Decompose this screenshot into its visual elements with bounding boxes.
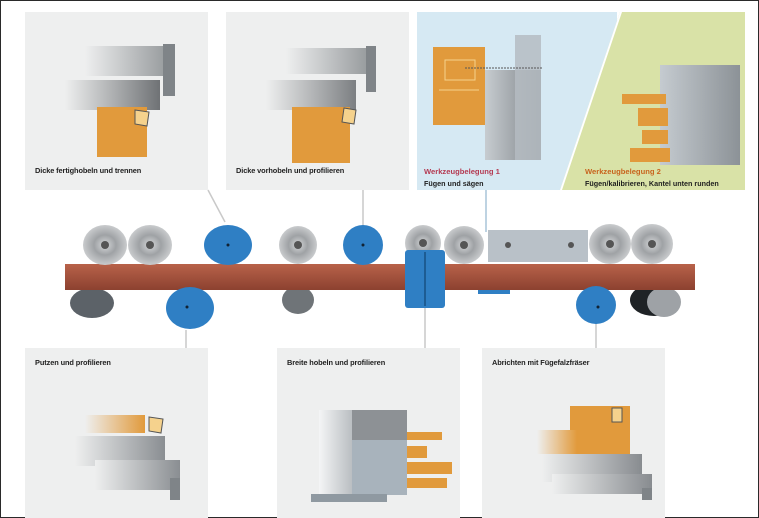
- tool-set-1-illustration: [433, 35, 543, 160]
- caption-dicke-fertighobeln: Dicke fertighobeln und trennen: [35, 166, 142, 175]
- tool-set-1-title: Werkzeugbelegung 1: [424, 167, 500, 176]
- blue-cutter-head: [166, 287, 214, 329]
- tool-set-1-subtitle: Fügen und sägen: [424, 179, 484, 188]
- caption-abrichten: Abrichten mit Fügefalzfräser: [492, 358, 590, 367]
- caption-putzen-profilieren: Putzen und profilieren: [35, 358, 111, 367]
- panel-abrichten: Abrichten mit Fügefalzfräser: [482, 348, 665, 518]
- blue-cutter-head: [576, 286, 616, 324]
- panel-divider: [560, 12, 622, 190]
- panel-dicke-fertighobeln: Dicke fertighobeln und trennen: [25, 12, 208, 190]
- top-roller: [589, 224, 631, 264]
- tool-set-2-title: Werkzeugbelegung 2: [585, 167, 661, 176]
- top-roller: [444, 226, 484, 264]
- bottom-roller: [70, 288, 114, 318]
- tool-set-2-illustration: [622, 65, 740, 165]
- spindle-tool-illustration: [311, 410, 452, 502]
- blue-cutter-head: [204, 225, 252, 265]
- workpiece-board: [65, 264, 695, 290]
- caption-breite-hobeln: Breite hobeln und profilieren: [287, 358, 386, 367]
- panel-dicke-vorhobeln: Dicke vorhobeln und profilieren: [226, 12, 409, 190]
- top-roller: [128, 225, 172, 265]
- spindle-tool-illustration: [266, 46, 376, 163]
- panel-putzen-profilieren: Putzen und profilieren: [25, 348, 208, 518]
- caption-dicke-vorhobeln: Dicke vorhobeln und profilieren: [236, 166, 345, 175]
- top-roller: [279, 226, 317, 264]
- wood-workpiece: [292, 107, 350, 163]
- spindle-tool-illustration: [75, 415, 180, 500]
- blue-cutter-head: [343, 225, 383, 265]
- pressure-shoe: [488, 230, 588, 262]
- top-roller: [83, 225, 127, 265]
- top-roller: [631, 224, 673, 264]
- panel-breite-hobeln: Breite hobeln und profilieren: [277, 348, 460, 518]
- bottom-roller: [282, 286, 314, 314]
- spindle-tool-illustration: [65, 44, 175, 157]
- spindle-tool-illustration: [537, 406, 652, 500]
- tool-set-2-subtitle: Fügen/kalibrieren, Kantel unten runden: [585, 179, 719, 188]
